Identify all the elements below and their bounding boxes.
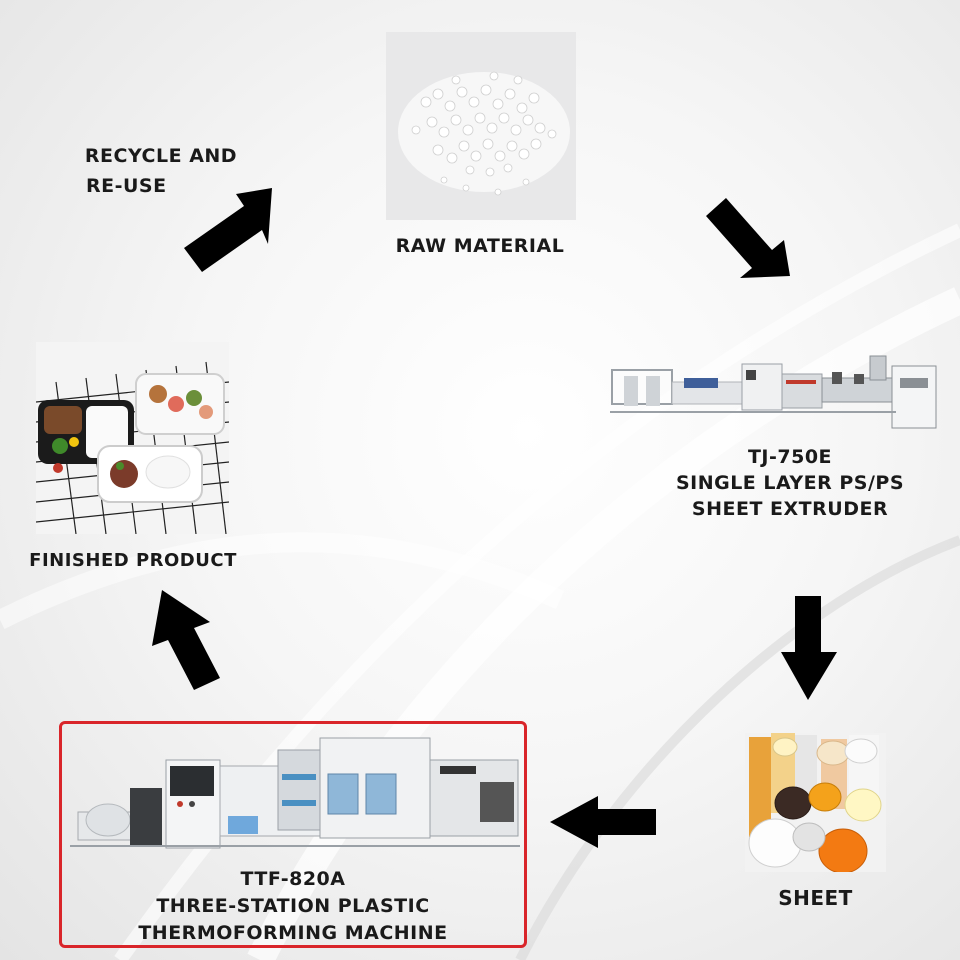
pellets-image [386, 32, 576, 220]
thermoforming-machine-image [70, 730, 525, 850]
finished-product-label: FINISHED PRODUCT [18, 548, 248, 573]
extruder-label: TJ-750E SINGLE LAYER PS/PS SHEET EXTRUDE… [640, 444, 940, 522]
finished-product-photo [36, 342, 229, 534]
food-containers-image [36, 342, 229, 534]
thermoformer-label: TTF-820A THREE-STATION PLASTIC THERMOFOR… [64, 866, 522, 947]
arrow-down-right-icon [704, 192, 796, 282]
extruder-machine-image [610, 352, 940, 432]
sheet-rolls-image [745, 733, 886, 872]
arrow-up-left-icon [150, 588, 222, 692]
raw-material-photo [386, 32, 576, 220]
thermoformer-label-line2: THREE-STATION PLASTIC [64, 893, 522, 920]
sheet-rolls-photo [745, 733, 886, 872]
arrow-down-icon [779, 596, 839, 702]
extruder-label-model: TJ-750E [640, 444, 940, 470]
sheet-label: SHEET [745, 886, 886, 911]
arrow-up-right-icon [180, 184, 280, 276]
recycle-label-line1: RECYCLE AND [76, 141, 246, 171]
arrow-left-icon [548, 794, 658, 850]
thermoformer-label-model: TTF-820A [64, 866, 522, 893]
extruder-label-line3: SHEET EXTRUDER [640, 496, 940, 522]
raw-material-label: RAW MATERIAL [380, 234, 580, 259]
extruder-label-line2: SINGLE LAYER PS/PS [640, 470, 940, 496]
thermoformer-label-line3: THERMOFORMING MACHINE [64, 920, 522, 947]
